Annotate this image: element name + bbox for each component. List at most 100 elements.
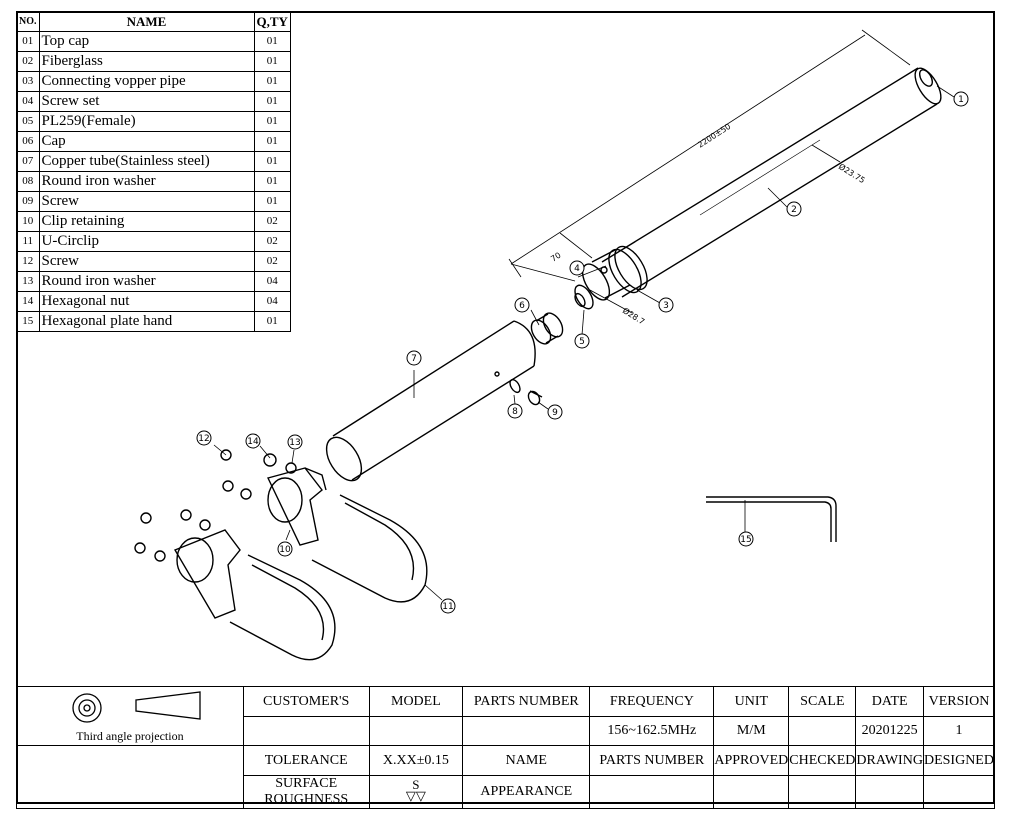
balloon-10: 10 xyxy=(277,541,293,557)
pl259-connector xyxy=(574,284,594,310)
svg-text:8: 8 xyxy=(512,407,518,417)
row-no: 15 xyxy=(16,311,40,332)
dim-length: 2200±50 xyxy=(696,122,732,150)
empty-cell-b xyxy=(713,775,790,809)
row-qty: 01 xyxy=(253,71,291,92)
row-name: Fiberglass xyxy=(38,51,255,72)
hex-wrench xyxy=(706,496,837,542)
row-name: Screw set xyxy=(38,91,255,112)
svg-text:3: 3 xyxy=(663,301,669,311)
projection-cell: Third angle projection xyxy=(16,686,244,746)
balloon-4: 4 xyxy=(569,260,585,276)
customers-label: CUSTOMER'S xyxy=(242,686,370,717)
row-name: Round iron washer xyxy=(38,271,255,292)
appearance-label: APPEARANCE xyxy=(462,775,591,809)
svg-text:11: 11 xyxy=(442,602,453,612)
svg-text:15: 15 xyxy=(740,535,751,545)
row-no: 12 xyxy=(16,251,40,272)
version-label: VERSION xyxy=(922,686,996,717)
row-name: Screw xyxy=(38,191,255,212)
balloon-3: 3 xyxy=(658,297,674,313)
row-qty: 01 xyxy=(253,131,291,152)
empty-cell-c xyxy=(788,775,857,809)
svg-text:7: 7 xyxy=(411,354,417,364)
fiberglass-mast xyxy=(601,67,942,298)
row-no: 05 xyxy=(16,111,40,132)
projection-label: Third angle projection xyxy=(76,729,184,743)
row-name: Hexagonal nut xyxy=(38,291,255,312)
copper-tube xyxy=(325,320,536,482)
balloon-8: 8 xyxy=(507,403,523,419)
lower-clamp xyxy=(173,529,241,619)
tolerance-value: X.XX±0.15 xyxy=(368,745,464,776)
row-qty: 02 xyxy=(253,251,291,272)
balloon-7: 7 xyxy=(406,350,422,366)
parts-number-label-2: PARTS NUMBER xyxy=(589,745,715,776)
u-bolt-upper xyxy=(311,494,428,603)
row-name: Screw xyxy=(38,251,255,272)
row-qty: 01 xyxy=(253,191,291,212)
checked-label: CHECKED xyxy=(788,745,857,776)
approved-label: APPROVED xyxy=(713,745,790,776)
svg-text:9: 9 xyxy=(552,408,558,418)
date-label: DATE xyxy=(855,686,924,717)
svg-text:4: 4 xyxy=(574,264,580,274)
blank-cell xyxy=(16,745,244,809)
row-no: 08 xyxy=(16,171,40,192)
row-name: U-Circlip xyxy=(38,231,255,252)
row-no: 14 xyxy=(16,291,40,312)
row-qty: 04 xyxy=(253,291,291,312)
balloon-13: 13 xyxy=(287,434,303,450)
row-name: Top cap xyxy=(38,31,255,52)
row-no: 02 xyxy=(16,51,40,72)
unit-value: M/M xyxy=(713,716,790,746)
parts-number-label: PARTS NUMBER xyxy=(462,686,591,717)
scale-value xyxy=(788,716,857,746)
drawing-label: DRAWING xyxy=(855,745,924,776)
balloon-1: 1 xyxy=(953,91,969,107)
row-name: Round iron washer xyxy=(38,171,255,192)
roughness-symbol-letter: S xyxy=(412,777,420,792)
version-value: 1 xyxy=(922,716,996,746)
parts-list-header: NO. NAME Q,TY xyxy=(16,11,291,32)
balloon-9: 9 xyxy=(547,404,563,420)
header-no: NO. xyxy=(16,11,40,32)
row-qty: 01 xyxy=(253,151,291,172)
surface-roughness-label: SURFACE ROUGHNESS xyxy=(242,775,370,809)
dim-dia1: Ø23.75 xyxy=(837,161,867,185)
balloon-15: 15 xyxy=(738,531,754,547)
balloon-5: 5 xyxy=(574,333,590,349)
row-no: 10 xyxy=(16,211,40,232)
row-no: 11 xyxy=(16,231,40,252)
svg-text:6: 6 xyxy=(519,301,525,311)
row-name: Clip retaining xyxy=(38,211,255,232)
empty-cell-e xyxy=(922,775,996,809)
svg-text:14: 14 xyxy=(247,437,259,447)
unit-label: UNIT xyxy=(713,686,790,717)
tolerance-label: TOLERANCE xyxy=(242,745,370,776)
frequency-label: FREQUENCY xyxy=(589,686,715,717)
dim-short: 70 xyxy=(549,251,562,264)
row-no: 04 xyxy=(16,91,40,112)
svg-text:13: 13 xyxy=(289,438,300,448)
model-label: MODEL xyxy=(368,686,464,717)
header-qty: Q,TY xyxy=(253,11,291,32)
balloon-6: 6 xyxy=(514,297,530,313)
upper-clamp xyxy=(267,467,327,546)
row-no: 13 xyxy=(16,271,40,292)
row-no: 03 xyxy=(16,71,40,92)
customers-value xyxy=(242,716,370,746)
cap-part xyxy=(530,312,564,345)
